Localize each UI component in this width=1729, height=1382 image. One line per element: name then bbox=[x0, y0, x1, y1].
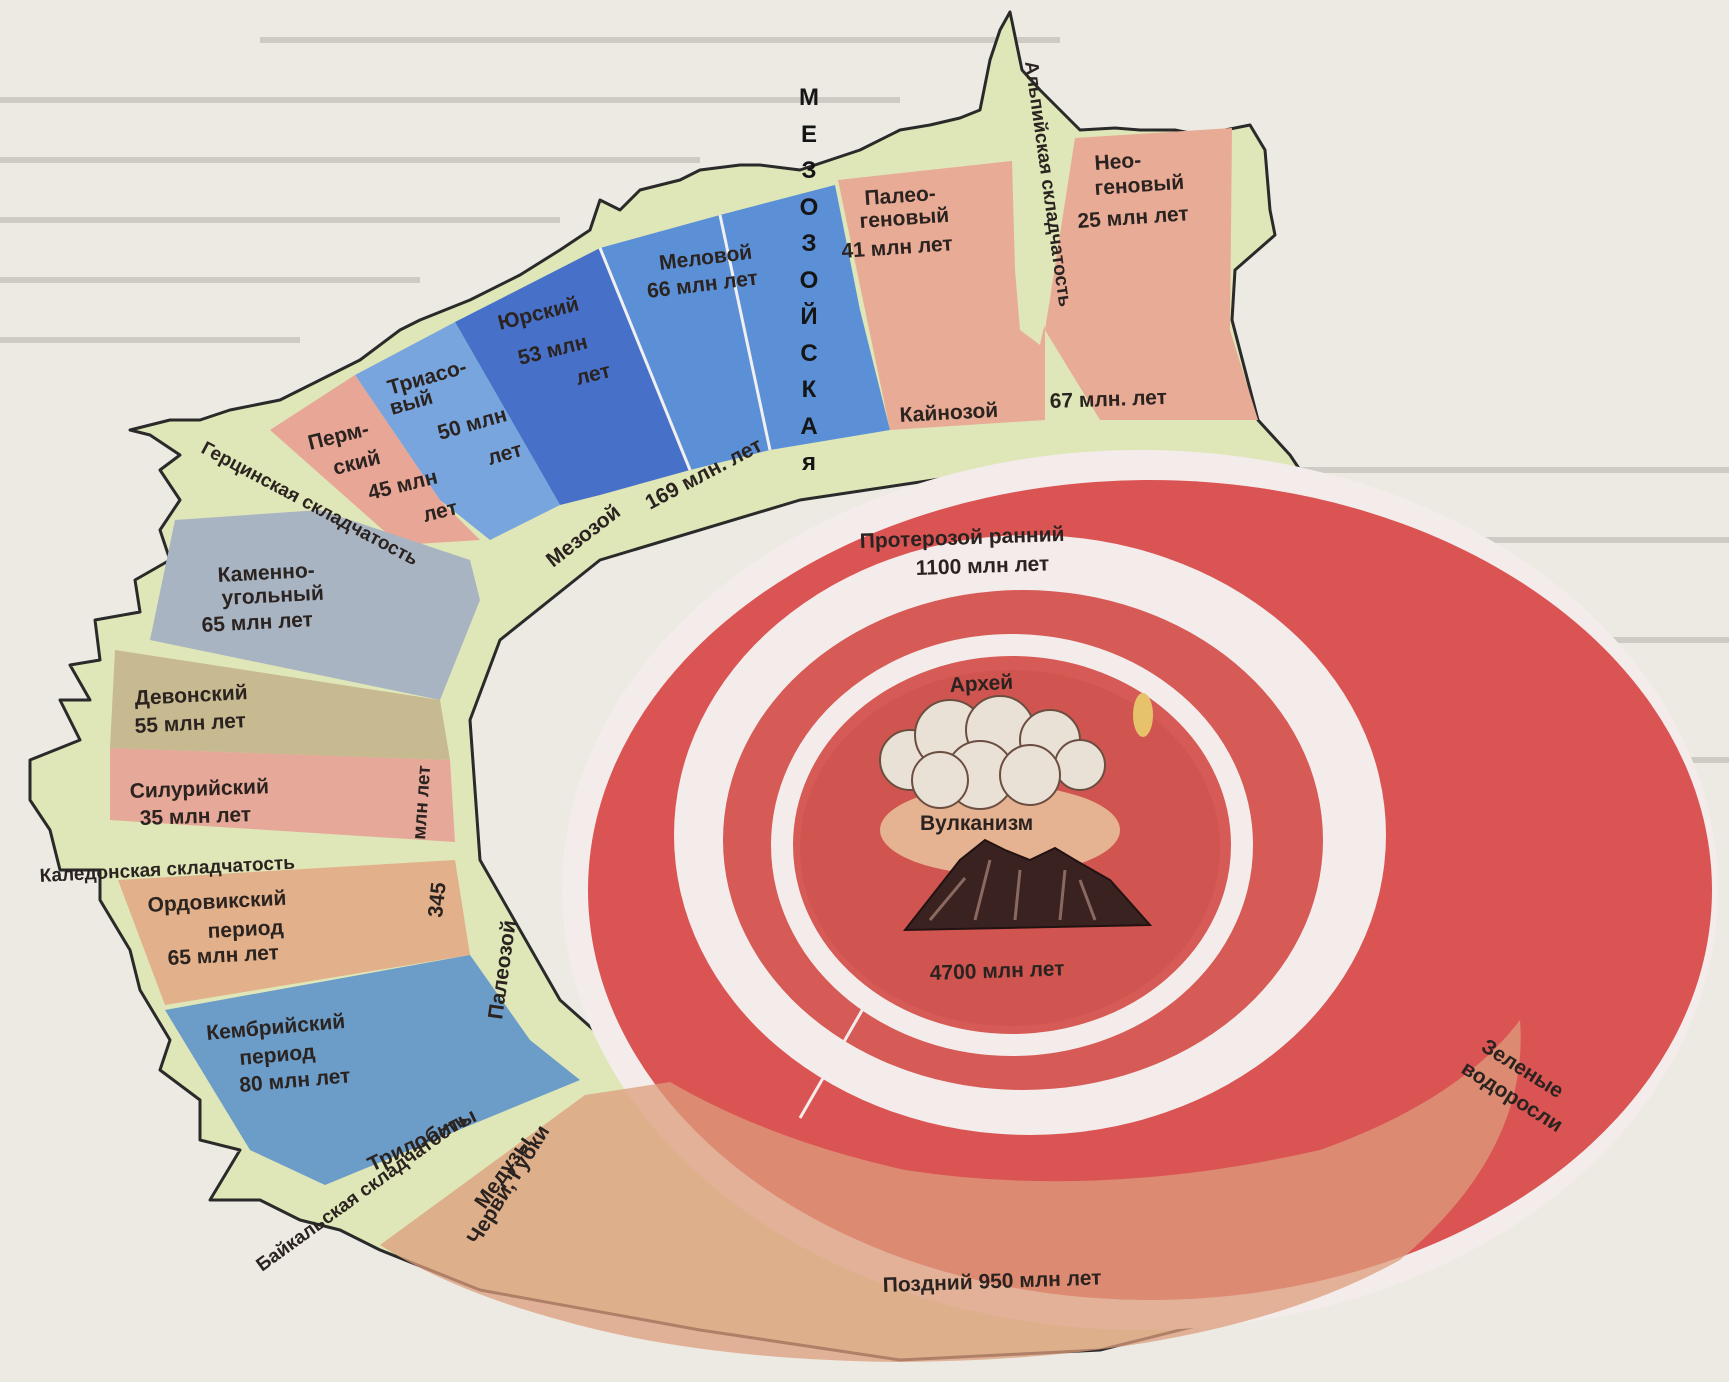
vertical-letter: З bbox=[801, 226, 816, 263]
archean-name: Архей bbox=[949, 671, 1014, 697]
ordovician-name-2: период bbox=[207, 916, 284, 943]
volcanism-label: Вулканизм bbox=[920, 812, 1033, 835]
archean-duration: 4700 млн лет bbox=[929, 957, 1064, 985]
vertical-letter: О bbox=[800, 263, 819, 300]
vertical-letter: О bbox=[800, 190, 819, 227]
early-proterozoic-duration: 1100 млн лет bbox=[915, 552, 1049, 580]
vertical-letter: М bbox=[799, 80, 819, 117]
sector-neogene bbox=[1045, 128, 1258, 420]
vertical-letter: С bbox=[800, 336, 817, 373]
paleozoic-duration-number: 345 bbox=[424, 881, 451, 919]
silurian-duration: 35 млн лет bbox=[139, 803, 251, 830]
silurian-name: Силурийский bbox=[129, 775, 269, 803]
vertical-letter: я bbox=[802, 445, 816, 482]
cenozoic-duration: 67 млн. лет bbox=[1049, 386, 1167, 413]
vertical-letter: А bbox=[800, 409, 817, 446]
neogene-name-1: Нео- bbox=[1094, 149, 1142, 175]
vertical-letter: З bbox=[801, 153, 816, 190]
vertical-letter: Е bbox=[801, 117, 817, 154]
vertical-letter: К bbox=[802, 372, 817, 409]
vertical-letter: Й bbox=[800, 299, 817, 336]
mesozoic-vertical-label: М Е З О З О Й С К А я bbox=[795, 80, 823, 482]
